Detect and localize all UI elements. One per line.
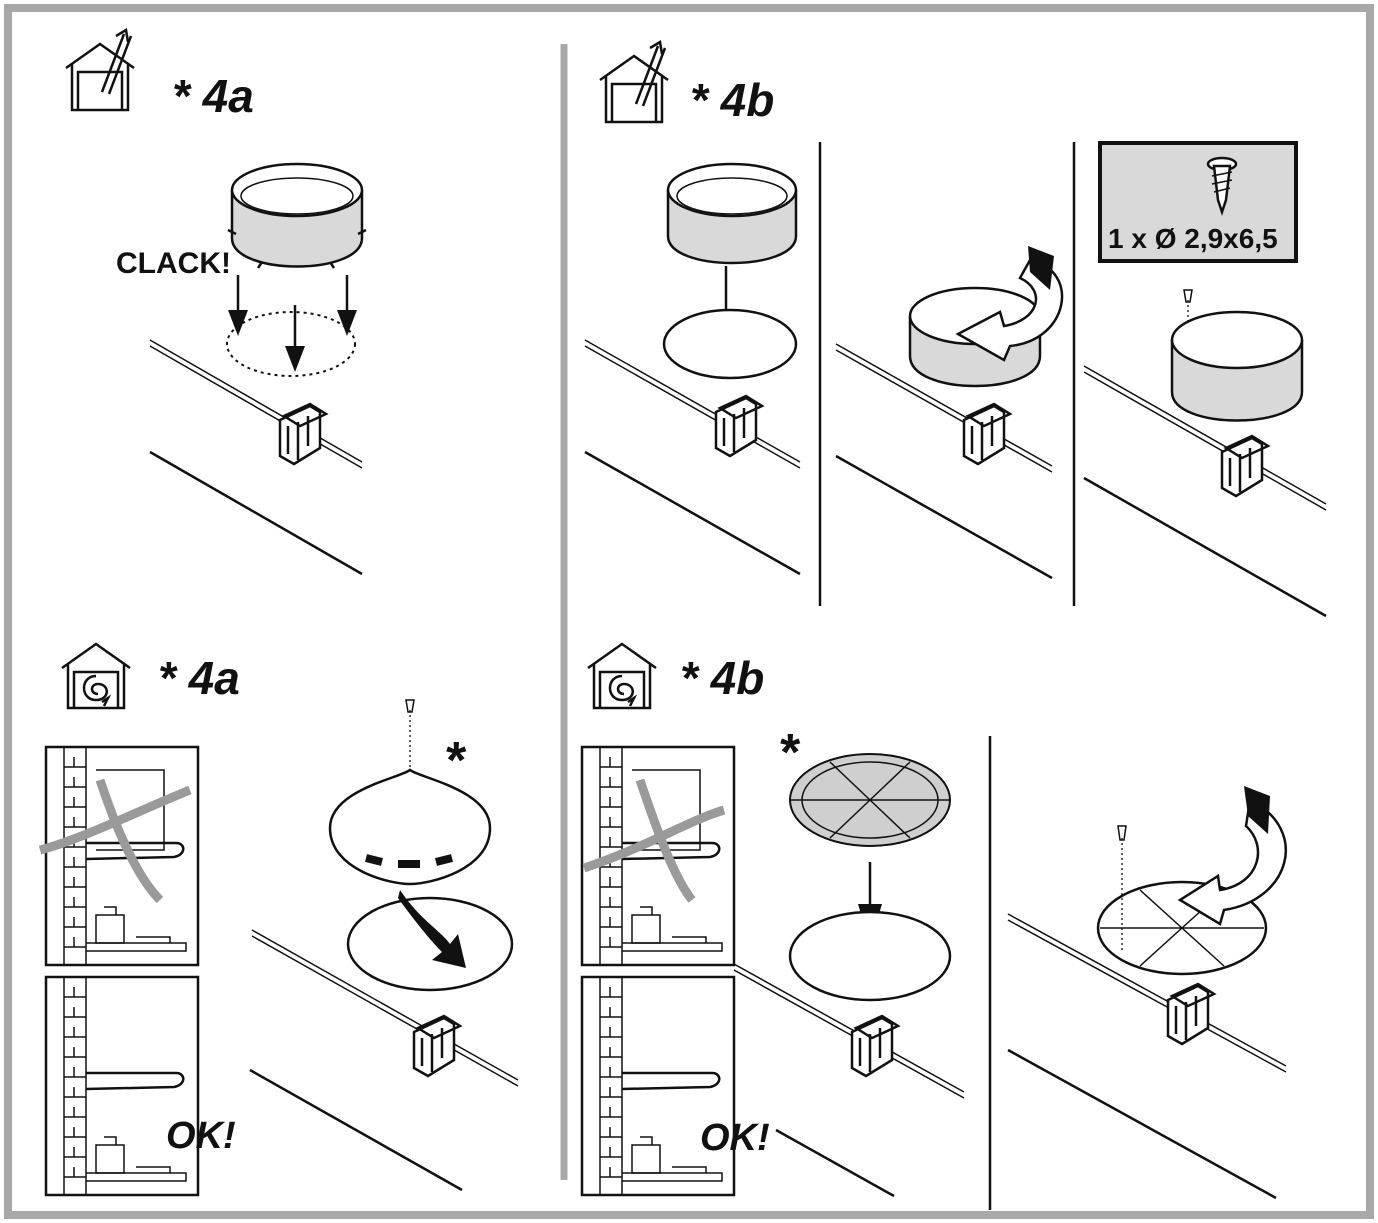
ok-label: OK! bbox=[700, 1117, 770, 1159]
kitchen-ok: OK! bbox=[44, 975, 236, 1197]
outer-frame bbox=[4, 4, 1374, 1219]
step-label: * 4a bbox=[158, 652, 240, 704]
grille-plate bbox=[789, 753, 951, 847]
step-label: * 4a bbox=[172, 70, 254, 122]
step-4b-screw: 1 x Ø 2,9x6,5 bbox=[1083, 141, 1327, 618]
panel-top-left: * 4a CLACK! bbox=[64, 28, 367, 576]
cutout-outline bbox=[346, 896, 514, 992]
down-arrows bbox=[228, 275, 357, 372]
house-exhaust-icon bbox=[64, 28, 136, 112]
ok-label: OK! bbox=[166, 1115, 236, 1157]
duct-collar bbox=[227, 162, 367, 269]
rotate-arrow bbox=[1177, 798, 1288, 926]
screw-callout-box bbox=[1098, 141, 1298, 263]
rotate-arrow bbox=[398, 890, 466, 968]
rotate-arrow bbox=[955, 258, 1064, 362]
step-4b-place bbox=[584, 162, 801, 576]
panel-top-right: * 4b bbox=[584, 40, 1327, 618]
wrong-cross bbox=[38, 778, 192, 904]
step-label: * 4b bbox=[690, 74, 774, 126]
kitchen-ok: OK! bbox=[580, 975, 770, 1197]
screw-spec: 1 x Ø 2,9x6,5 bbox=[1108, 223, 1278, 254]
house-recirculation-icon bbox=[586, 642, 658, 710]
kitchen-wrong bbox=[38, 745, 200, 967]
house-exhaust-icon bbox=[598, 40, 670, 124]
clack-label: CLACK! bbox=[116, 247, 231, 280]
cutout-outline bbox=[226, 311, 356, 377]
cutout-outline bbox=[788, 910, 952, 1002]
panel-bottom-right: * 4b OK! * bbox=[580, 642, 1288, 1210]
house-recirculation-icon bbox=[60, 642, 132, 710]
wrong-cross bbox=[582, 778, 726, 903]
step-label: * 4b bbox=[680, 652, 764, 704]
step-4b-grille-rotate bbox=[1007, 786, 1288, 1200]
optional-marker: * bbox=[778, 724, 801, 782]
mounting-clip bbox=[278, 402, 328, 466]
kitchen-wrong bbox=[580, 745, 736, 967]
panel-bottom-left: * 4a OK! * bbox=[38, 642, 519, 1197]
optional-marker: * bbox=[444, 732, 467, 790]
step-4b-rotate bbox=[835, 246, 1064, 580]
filter-cover bbox=[328, 768, 492, 886]
screw-icon bbox=[1206, 156, 1238, 216]
